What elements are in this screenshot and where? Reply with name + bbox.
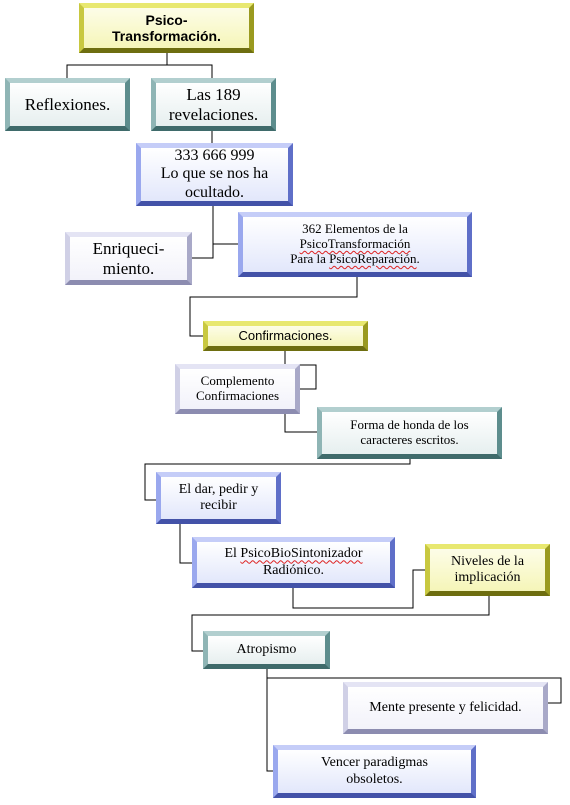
sintonizador-a: El	[224, 546, 241, 562]
node-atropismo: Atropismo	[203, 631, 330, 669]
elementos-line3-a: Para la	[290, 250, 330, 266]
sintonizador-line2: Radiónico.	[262, 562, 325, 578]
node-ocultado: 333 666 999 Lo que se nos ha ocultado.	[136, 143, 293, 206]
sintonizador-line1: El PsicoBioSintonizador	[224, 546, 362, 562]
node-complemento-confirmaciones: Complemento Confirmaciones	[175, 364, 300, 414]
node-enriquecimiento: Enriqueci- miento.	[65, 232, 192, 285]
node-niveles-implicacion: Niveles de la implicación	[425, 544, 550, 596]
elementos-line3: Para la PsicoReparación.	[290, 250, 420, 267]
elementos-line3-c: .	[416, 250, 420, 266]
node-confirmaciones: Confirmaciones.	[203, 321, 368, 351]
node-forma-de-honda: Forma de honda de los caracteres escrito…	[317, 407, 502, 459]
elementos-line2: PsicoTransformación	[299, 236, 411, 252]
sintonizador-b: PsicoBioSintonizador	[240, 546, 363, 562]
elementos-line1: 362 Elementos de la	[302, 221, 408, 237]
node-reflexiones: Reflexiones.	[5, 78, 130, 131]
node-vencer-paradigmas: Vencer paradigmas obsoletos.	[273, 745, 476, 798]
node-psicobiosintonizador: El PsicoBioSintonizador Radiónico.	[192, 537, 395, 588]
elementos-line3-b: PsicoReparación	[329, 250, 417, 266]
node-las-189-revelaciones: Las 189 revelaciones.	[151, 78, 276, 131]
node-el-dar-pedir-recibir: El dar, pedir y recibir	[156, 472, 281, 524]
node-mente-presente: Mente presente y felicidad.	[343, 682, 548, 734]
node-362-elementos: 362 Elementos de la PsicoTransformación …	[238, 212, 472, 277]
node-psico-transformacion: Psico- Transformación.	[79, 3, 254, 53]
